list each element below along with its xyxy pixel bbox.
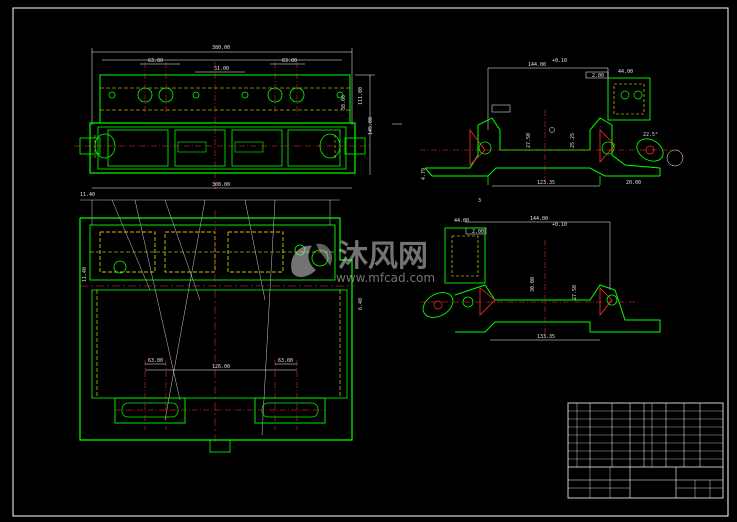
watermark-url: www.mfcad.com (336, 271, 435, 285)
front-dim-lower-left: 63.00 (148, 358, 163, 364)
top-dim-bottom: 300.00 (212, 182, 230, 188)
top-dim-lower-left: 11.40 (80, 192, 95, 198)
sec-a-dim-right-top: 44.00 (618, 69, 633, 75)
sec-b-dim-box: 2.00 (472, 229, 484, 235)
sec-b-dim-top: 144.00 (530, 216, 548, 222)
watermark-brand: 沐风网 (338, 239, 428, 274)
sec-b-dim-mid-2: 27.50 (572, 285, 578, 300)
top-dim-upper-right: 63.00 (282, 58, 297, 64)
sec-a-dim-bottom-right: 20.00 (626, 180, 641, 186)
top-dim-upper-left: 63.00 (148, 58, 163, 64)
top-dim-side-2: 111.00 (358, 87, 364, 105)
sec-a-section-label: 3 (478, 198, 481, 204)
sec-a-dim-mid-1: 27.50 (526, 133, 532, 148)
front-view: 63.00 126.00 63.00 11.40 6.40 (79, 199, 364, 453)
mfcad-logo-icon (291, 243, 333, 278)
drawing-frame (12, 7, 729, 517)
top-dim-upper-center: 51.00 (214, 66, 229, 72)
sec-a-dim-mid-2: 25.25 (570, 133, 576, 148)
sec-a-dim-bottom: 123.35 (537, 180, 555, 186)
section-b: 144.00 +0.10 44.00 2.00 30.00 27.50 133.… (420, 216, 661, 341)
sec-a-dim-box: 2.00 (592, 73, 604, 79)
top-dim-side-3: 145.00 (368, 117, 374, 135)
sec-b-dim-top-tol: +0.10 (552, 222, 567, 228)
top-dim-side-1: 38.00 (341, 95, 347, 110)
title-block (567, 402, 724, 499)
section-a: 144.00 +0.10 44.00 2.00 22.5° 27.50 25 (420, 58, 684, 204)
watermark: 沐风网 www.mfcad.com (291, 239, 435, 285)
sec-b-dim-left-top: 44.00 (454, 218, 469, 224)
sec-a-dim-top: 144.00 (528, 62, 546, 68)
sec-a-dim-left-small: 4.79 (421, 168, 427, 180)
sec-b-dim-bottom: 133.35 (537, 334, 555, 340)
top-view: 380.00 63.00 63.00 51.00 38.00 111.00 14… (74, 45, 402, 198)
front-dim-lower-right: 63.00 (278, 358, 293, 364)
sec-a-dim-top-tol: +0.10 (552, 58, 567, 64)
sec-a-angle: 22.5° (643, 132, 658, 138)
sec-b-dim-mid-1: 30.00 (530, 277, 536, 292)
front-dim-right: 6.40 (358, 298, 364, 310)
front-dim-left: 11.40 (82, 267, 88, 282)
front-dim-lower-center: 126.00 (212, 364, 230, 370)
top-overall-width: 380.00 (212, 45, 230, 51)
